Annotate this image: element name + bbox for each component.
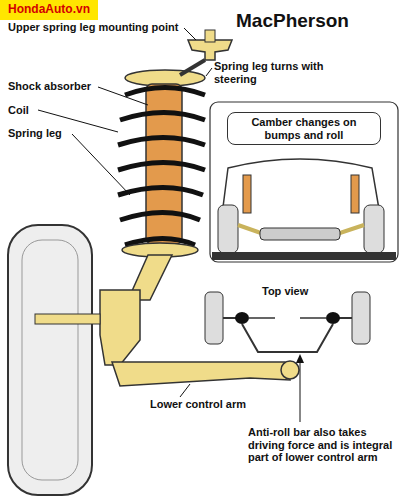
part-label: Upper spring leg mounting point bbox=[8, 21, 178, 34]
coil-spring bbox=[118, 88, 205, 246]
steering-knuckle bbox=[100, 290, 140, 365]
part-label: Coil bbox=[8, 104, 29, 117]
part-label: Spring leg bbox=[8, 127, 62, 140]
lower-control-arm bbox=[112, 362, 290, 386]
arm-bushing bbox=[281, 361, 299, 379]
part-label: Shock absorber bbox=[8, 80, 91, 93]
view-label: Top view bbox=[262, 285, 308, 298]
car-rear-view bbox=[212, 159, 396, 260]
upper-mount bbox=[188, 40, 232, 60]
mount-stud bbox=[205, 30, 215, 42]
node-text: HondaAuto.vn bbox=[8, 3, 90, 17]
tyre bbox=[8, 225, 92, 495]
tyre-groove bbox=[22, 240, 78, 480]
spindle bbox=[35, 314, 100, 324]
inset-frame bbox=[210, 102, 398, 262]
note-label: Anti-roll bar also takes driving force a… bbox=[248, 426, 394, 464]
piston-rod bbox=[180, 60, 205, 75]
part-label: Spring leg turns with steering bbox=[214, 60, 334, 85]
diagram-title: MacPherson bbox=[236, 10, 349, 32]
watermark-badge: HondaAuto.vn bbox=[0, 0, 98, 20]
note-box: Camber changes on bumps and roll bbox=[227, 112, 381, 145]
part-label: Lower control arm bbox=[150, 398, 246, 411]
node-text: Camber changes on bumps and roll bbox=[234, 116, 374, 141]
